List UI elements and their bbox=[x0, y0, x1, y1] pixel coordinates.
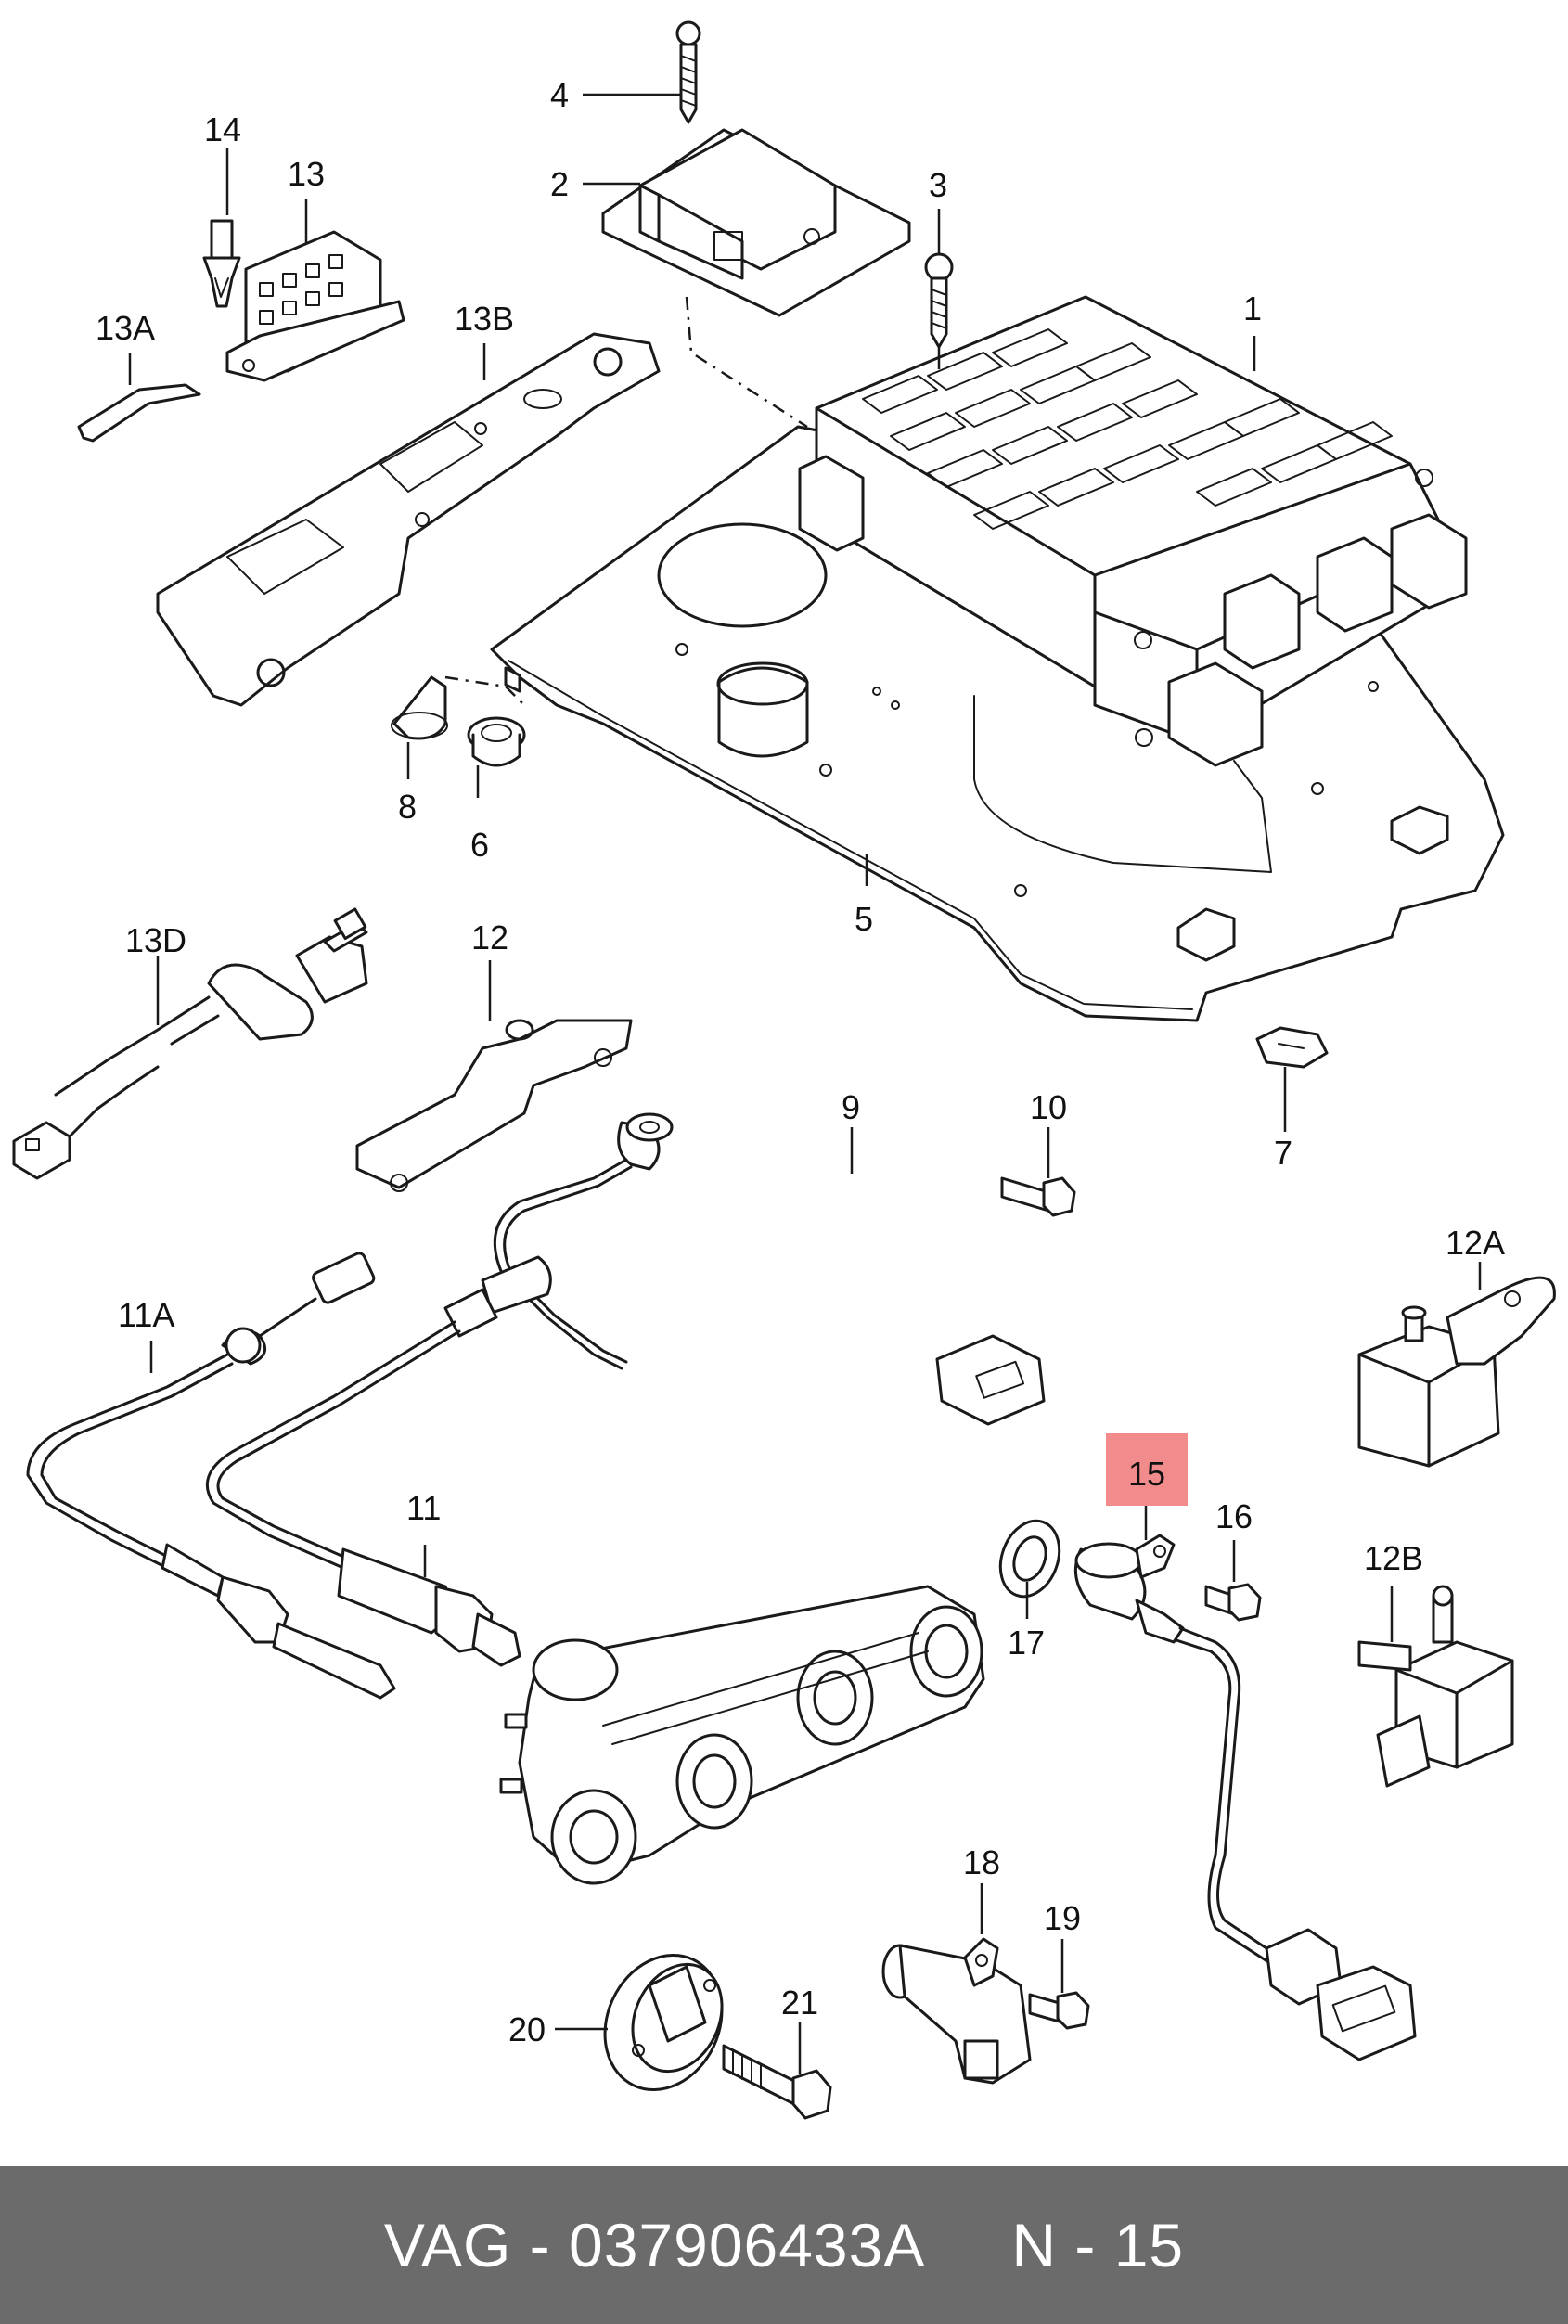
bracket-plate-part-13B bbox=[156, 332, 661, 707]
valve-part-12B bbox=[1357, 1585, 1514, 1788]
screw-part-4 bbox=[675, 20, 701, 124]
probe-part-11 bbox=[205, 1255, 552, 1667]
sensor-part-13D bbox=[12, 907, 368, 1180]
callout-8: 8 bbox=[398, 788, 417, 826]
bracket-part-12 bbox=[355, 1019, 633, 1192]
bolt-part-10 bbox=[1000, 1176, 1076, 1217]
part-number-text: VAG - 037906433A N - 15 bbox=[383, 2211, 1185, 2279]
knock-sensor-part-9 bbox=[493, 1112, 1046, 1426]
callout-19: 19 bbox=[1044, 1899, 1081, 1937]
pin-part-14 bbox=[202, 219, 241, 308]
callout-10: 10 bbox=[1030, 1088, 1067, 1126]
control-unit-part-1 bbox=[798, 295, 1468, 767]
callout-13A: 13A bbox=[96, 309, 155, 347]
callout-21: 21 bbox=[781, 1984, 818, 2022]
callout-labels: 1 2 3 4 5 6 7 8 9 10 11 11A 12 12A 12B 1… bbox=[96, 76, 1505, 2048]
callout-9: 9 bbox=[842, 1088, 860, 1126]
connector-part-13 bbox=[225, 230, 405, 382]
exhaust-manifold bbox=[499, 1585, 985, 1885]
bolt-part-21 bbox=[722, 2044, 832, 2120]
callout-5: 5 bbox=[855, 900, 873, 938]
callout-2: 2 bbox=[550, 165, 569, 203]
callout-3: 3 bbox=[929, 166, 947, 204]
callout-7: 7 bbox=[1274, 1134, 1292, 1172]
speed-sensor-part-15 bbox=[1073, 1534, 1417, 2061]
callout-12: 12 bbox=[471, 918, 508, 957]
leader-lines bbox=[128, 93, 1482, 2074]
disc-part-20 bbox=[603, 1953, 724, 2092]
part-number-footer: VAG - 037906433A N - 15 bbox=[0, 2166, 1568, 2324]
callout-12B: 12B bbox=[1364, 1539, 1423, 1577]
callout-11A: 11A bbox=[118, 1296, 174, 1334]
callout-16: 16 bbox=[1215, 1497, 1253, 1535]
callout-20: 20 bbox=[508, 2010, 546, 2048]
callout-1: 1 bbox=[1243, 289, 1262, 327]
callout-6: 6 bbox=[470, 826, 489, 864]
callout-12A: 12A bbox=[1446, 1224, 1505, 1262]
callout-15: 15 bbox=[1128, 1455, 1165, 1493]
callout-17: 17 bbox=[1008, 1624, 1045, 1662]
callout-14: 14 bbox=[204, 110, 241, 148]
callout-11: 11 bbox=[406, 1489, 441, 1527]
parts-diagram: 1 2 3 4 5 6 7 8 9 10 11 11A 12 12A 12B 1… bbox=[12, 20, 1556, 2120]
callout-4: 4 bbox=[550, 76, 569, 114]
valve-part-12A bbox=[1357, 1276, 1556, 1468]
callout-13D: 13D bbox=[125, 921, 186, 959]
callout-highlight-15 bbox=[1106, 1433, 1188, 1506]
cap-part-8 bbox=[391, 675, 448, 740]
bolt-part-16 bbox=[1204, 1583, 1262, 1622]
callout-13: 13 bbox=[288, 155, 325, 193]
callout-18: 18 bbox=[963, 1843, 1000, 1881]
module-part-2 bbox=[601, 128, 911, 317]
probe-part-11A bbox=[26, 1252, 396, 1700]
callout-13B: 13B bbox=[455, 300, 514, 338]
screw-part-3 bbox=[924, 252, 954, 349]
bolt-part-19 bbox=[1028, 1991, 1090, 2030]
grommet-part-6 bbox=[467, 716, 526, 767]
clip-part-13A bbox=[77, 383, 201, 443]
sensor-part-18 bbox=[881, 1937, 1032, 2085]
washer-part-17 bbox=[998, 1519, 1061, 1599]
clip-part-7 bbox=[1255, 1026, 1329, 1069]
